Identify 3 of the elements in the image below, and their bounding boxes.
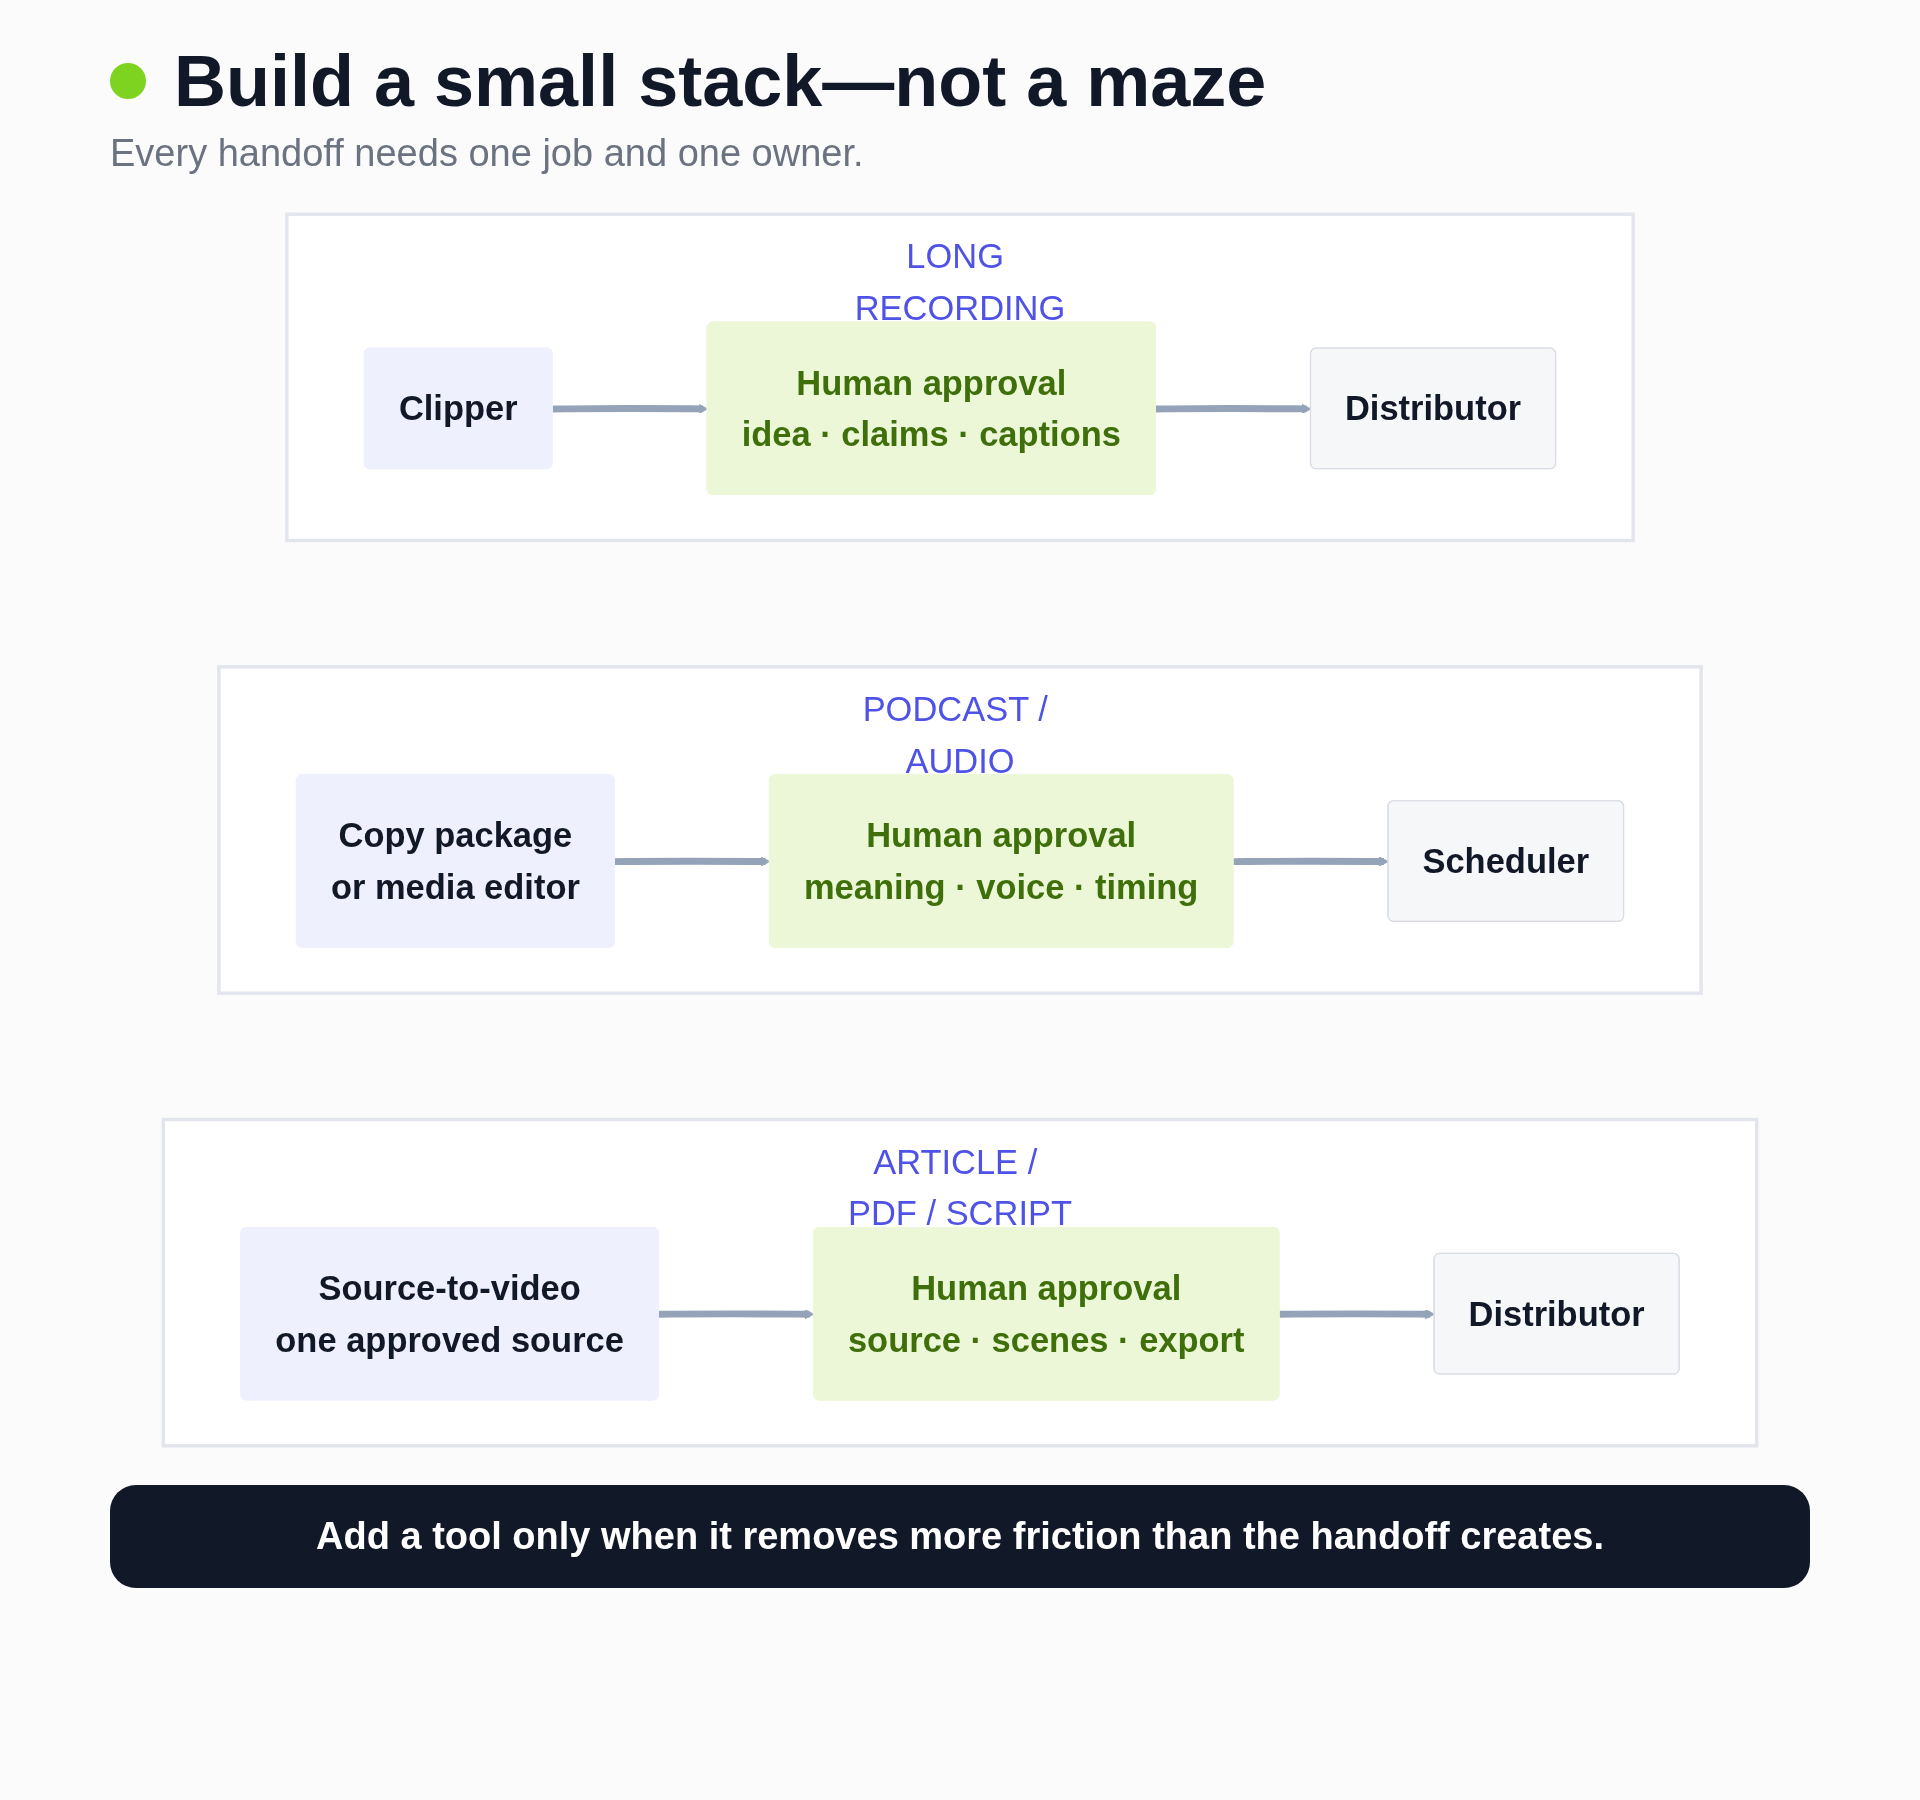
footer-banner: Add a tool only when it removes more friction than the handoff creates. <box>110 1485 1810 1588</box>
subtitle: Every handoff needs one job and one owner. <box>110 132 865 175</box>
title: Build a small stack—not a maze <box>174 40 1267 122</box>
